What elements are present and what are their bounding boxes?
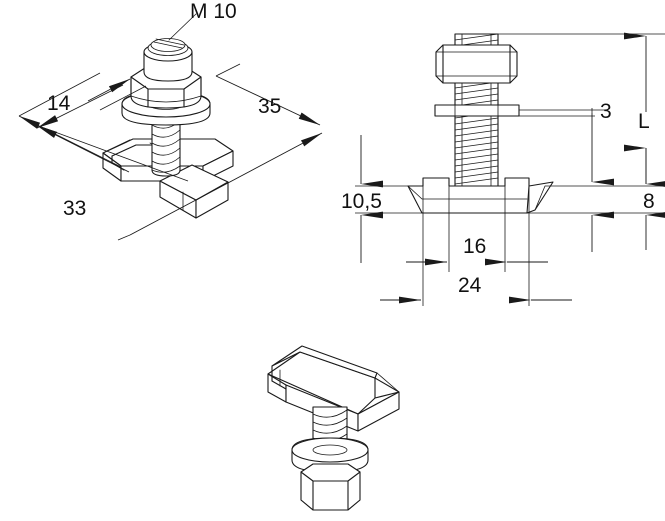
leader-m10 <box>168 13 197 41</box>
label-16: 16 <box>463 235 486 258</box>
iso-bottom-hex-nut <box>300 463 361 511</box>
dimension-16: 16 <box>406 186 548 272</box>
iso-bottom-washer <box>291 437 369 473</box>
ortho-hex-nut <box>435 44 518 84</box>
dimension-3: 3 <box>519 100 614 186</box>
view-isometric-bottom <box>267 345 400 511</box>
ortho-washer <box>434 104 520 117</box>
dimension-10-5: 10,5 <box>341 135 424 263</box>
dimension-L: L <box>498 32 665 184</box>
label-m10: M 10 <box>190 0 237 23</box>
label-3: 3 <box>600 100 612 123</box>
dimension-33: 33 <box>18 72 189 220</box>
label-24: 24 <box>458 274 482 297</box>
label-10-5: 10,5 <box>341 190 382 213</box>
dimension-35: 35 <box>117 63 323 241</box>
label-L: L <box>638 110 650 133</box>
view-isometric-top-left: M 10 14 33 35 <box>18 0 323 241</box>
ortho-t-head <box>407 177 554 214</box>
label-35: 35 <box>258 95 281 118</box>
label-33: 33 <box>63 197 86 220</box>
label-8: 8 <box>643 190 655 213</box>
iso-bolt-end <box>143 38 193 82</box>
dimension-24: 24 <box>380 186 572 306</box>
view-orthographic-right: 10,5 16 24 <box>341 32 665 306</box>
label-14: 14 <box>47 92 71 115</box>
